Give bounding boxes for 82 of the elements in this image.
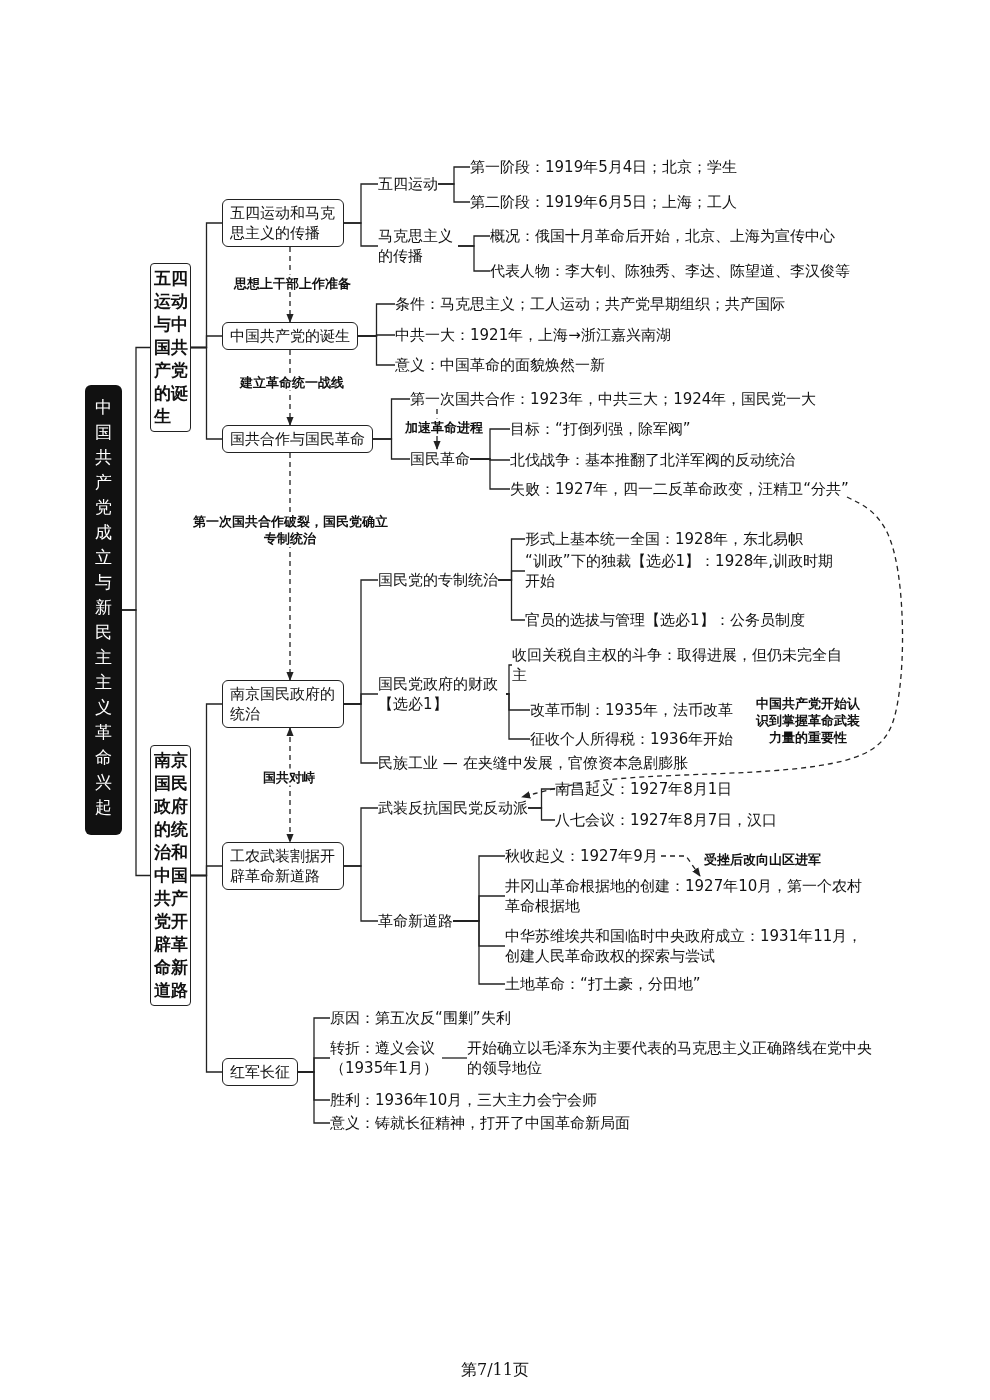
topic-box xyxy=(222,322,358,350)
branch-text: 国民革命 xyxy=(410,449,470,469)
dashed-arrow xyxy=(286,452,294,681)
branch-text: 南昌起义：1927年8月1日 xyxy=(555,779,733,799)
branch-text: 转折：遵义会议（1935年1月） xyxy=(330,1038,439,1078)
branch-text: 中华苏维埃共和国临时中央政府成立：1931年11月，创建人民革命政权的探索与尝试 xyxy=(505,926,864,966)
branch-text: 革命新道路 xyxy=(378,911,453,931)
connector-line xyxy=(190,346,223,440)
topic-box xyxy=(222,425,373,453)
branch-text: 胜利：1936年10月，三大主力会宁会师 xyxy=(330,1090,598,1110)
branch-text: 代表人物：李大钊、陈独秀、李达、陈望道、李汉俊等 xyxy=(490,261,850,281)
connector-line xyxy=(121,609,151,877)
branch-text: 概况：俄国十月革命后开始，北京、上海为宣传中心 xyxy=(490,226,835,246)
branch-text: 井冈山革命根据地的创建：1927年10月，第一个农村革命根据地 xyxy=(505,876,864,916)
branch-text: 目标：“打倒列强，除军阀” xyxy=(510,419,691,439)
topic-box xyxy=(222,1058,298,1086)
branch-text: 开始确立以毛泽东为主要代表的马克思主义正确路线在党中央的领导地位 xyxy=(467,1038,872,1078)
branch-text: 失败：1927年，四一二反革命政变，汪精卫“分共” xyxy=(510,479,849,499)
branch-text: 五四运动 xyxy=(378,174,438,194)
topic-label: 五四运动与中国共产党的诞生 xyxy=(154,267,188,428)
branch-text: “训政”下的独裁【选必1】：1928年,训政时期开始 xyxy=(525,551,835,591)
edge-label: 国共对峙 xyxy=(261,768,317,786)
branch-text: 国民党政府的财政【选必1】 xyxy=(378,674,499,714)
connector-line xyxy=(190,874,223,1073)
title-banner xyxy=(85,385,122,835)
topic-box xyxy=(222,842,344,890)
connector-line xyxy=(452,920,506,985)
branch-text: 意义：中国革命的面貌焕然一新 xyxy=(395,355,605,375)
topic-label: 五四运动和马克思主义的传播 xyxy=(230,203,336,243)
connector-line xyxy=(343,703,379,764)
branch-text: 民族工业 — 在夹缝中发展，官僚资本急剧膨胀 xyxy=(378,753,688,773)
branch-text: 北伐战争：基本推翻了北洋军阀的反动统治 xyxy=(510,450,795,470)
branch-text: 收回关税自主权的斗争：取得进展，但仍未完全自主 xyxy=(512,645,843,685)
connector-line xyxy=(343,865,379,922)
connector-line xyxy=(297,1071,331,1124)
connector-line xyxy=(357,335,396,366)
dashed-arrow xyxy=(286,246,294,323)
connector-line xyxy=(505,693,531,740)
connector-line xyxy=(527,807,556,821)
branch-text: 秋收起义：1927年9月 xyxy=(505,846,658,866)
topic-box xyxy=(222,199,344,247)
branch-text: 形式上基本统一全国：1928年，东北易帜 xyxy=(525,529,804,549)
connector-line xyxy=(469,458,511,490)
topic-label: 国共合作与国民革命 xyxy=(230,429,365,449)
connector-line xyxy=(505,664,513,695)
connector-line xyxy=(441,1057,468,1059)
connector-line xyxy=(372,438,411,460)
topic-label: 南京国民政府的统治 xyxy=(230,684,336,724)
topic-label: 中国共产党成立与新民主主义革命兴起 xyxy=(95,396,112,819)
branch-text: 改革币制：1935年，法币改革 xyxy=(530,700,734,720)
branch-text: 武装反抗国民党反动派 xyxy=(378,798,528,818)
connector-line xyxy=(457,245,491,272)
connector-line xyxy=(437,183,471,203)
branch-text: 土地革命：“打土豪，分田地” xyxy=(505,974,701,994)
topic-box xyxy=(222,680,344,728)
branch-text: 第一次国共合作：1923年，中共三大；1924年，国民党一大 xyxy=(410,389,817,409)
dashed-arrow xyxy=(286,349,294,426)
edge-label: 思想上干部上作准备 xyxy=(231,274,353,292)
topic-label: 红军长征 xyxy=(230,1062,290,1082)
edge-label: 受挫后改向山区进军 xyxy=(701,850,823,868)
connector-line xyxy=(497,579,526,621)
edge-label: 建立革命统一战线 xyxy=(238,373,346,391)
branch-text: 官员的选拔与管理【选必1】：公务员制度 xyxy=(525,610,805,630)
branch-text: 中共一大：1921年，上海→浙江嘉兴南湖 xyxy=(395,325,671,345)
branch-text: 第一阶段：1919年5月4日；北京；学生 xyxy=(470,157,738,177)
dashed-arrow xyxy=(660,855,701,877)
branch-text: 国民党的专制统治 xyxy=(378,570,498,590)
branch-text: 八七会议：1927年8月7日，汉口 xyxy=(555,810,778,830)
connector-line xyxy=(343,222,379,247)
topic-label: 中国共产党的诞生 xyxy=(230,326,350,346)
branch-text: 意义：铸就长征精神，打开了中国革命新局面 xyxy=(330,1113,630,1133)
branch-text: 第二阶段：1919年6月5日；上海；工人 xyxy=(470,192,738,212)
branch-text: 征收个人所得税：1936年开始 xyxy=(530,729,734,749)
branch-text: 原因：第五次反“围剿”失利 xyxy=(330,1008,511,1028)
branch-text: 条件：马克思主义；工人运动；共产党早期组织；共产国际 xyxy=(395,294,785,314)
branch-text: 马克思主义的传播 xyxy=(378,226,454,266)
page-number: 第7/11页 xyxy=(461,1360,529,1381)
edge-label: 加速革命进程 xyxy=(403,418,485,436)
dashed-arrow xyxy=(286,727,294,843)
topic-label: 南京国民政府的统治和中国共产党开辟革命新道路 xyxy=(154,749,188,1002)
topic-label: 工农武装割据开辟革命新道路 xyxy=(230,846,336,886)
dashed-arrow xyxy=(521,496,904,799)
